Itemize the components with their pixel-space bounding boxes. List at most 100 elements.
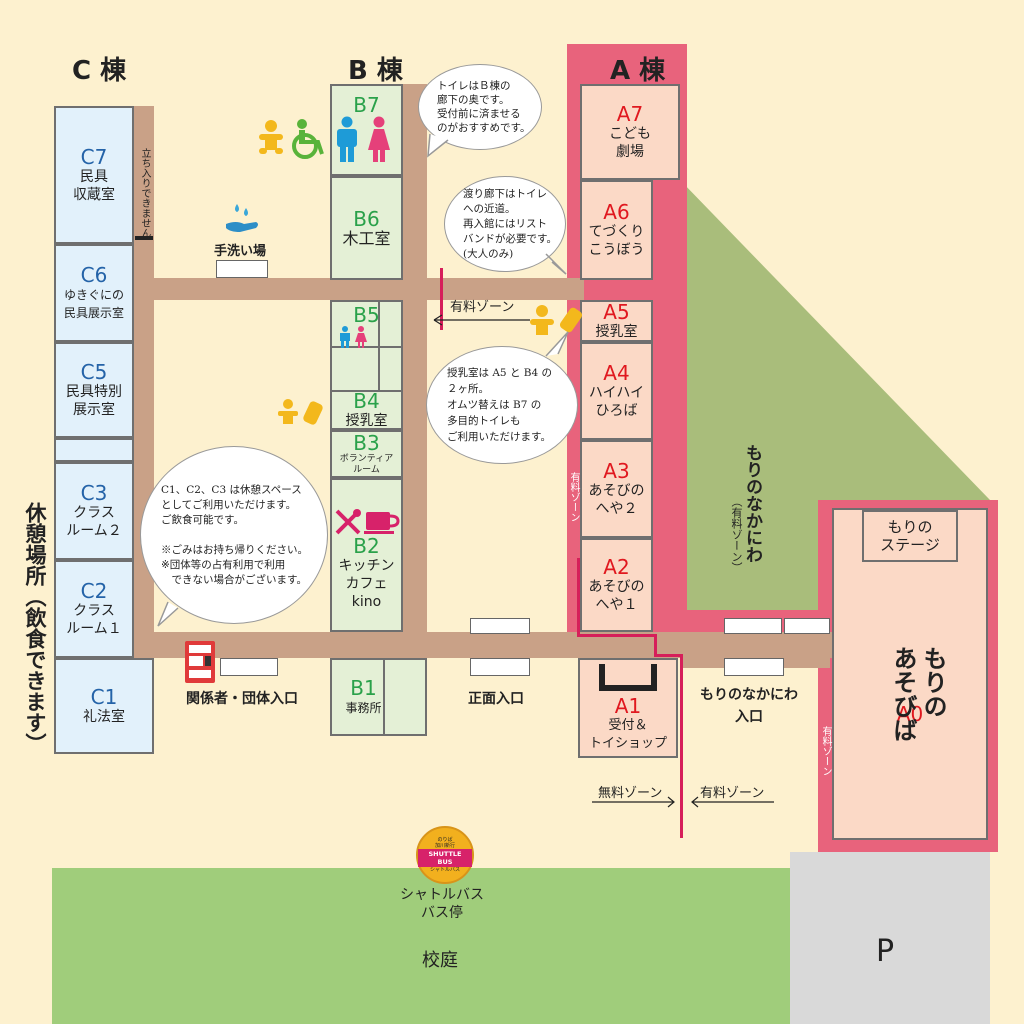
b5-partition-2 bbox=[330, 346, 403, 348]
main-entrance-door-2[interactable] bbox=[470, 658, 530, 676]
toilet-bubble-tail bbox=[426, 130, 452, 158]
rest-area-label: 休憩場所（飲食できます） bbox=[23, 502, 47, 754]
free-zone-label: 無料ゾーン bbox=[598, 786, 663, 801]
shuttle-bus-sign[interactable]: のりば 加川新行 SHUTTLE BUS シャトルバス bbox=[416, 826, 474, 884]
wheelchair-icon bbox=[288, 118, 328, 160]
room-name: ゆきぐにの 民具展示室 bbox=[63, 288, 124, 320]
toilet-info-bubble: トイレはＢ棟の 廊下の奥です。 受付前に済ませる のがおすすめです。 bbox=[418, 64, 542, 150]
room-name: クラス ルーム２ bbox=[66, 505, 122, 539]
room-name: クラス ルーム１ bbox=[66, 603, 122, 637]
room-code: A4 bbox=[603, 361, 630, 385]
room-code: A7 bbox=[616, 102, 644, 126]
corridor-b-vertical bbox=[403, 84, 427, 654]
zone-line-b-corridor bbox=[440, 268, 443, 330]
room-name: 受付＆ トイショップ bbox=[588, 718, 667, 751]
room-code: B1 bbox=[350, 676, 377, 700]
zone-line-bottom-1 bbox=[577, 634, 657, 637]
a5-nursing-icon bbox=[528, 304, 588, 340]
paid-zone-label: 有料ゾーン bbox=[700, 786, 765, 801]
room-name: キッチン カフェ kino bbox=[338, 558, 395, 610]
room-name: てづくり こうぼう bbox=[588, 224, 645, 258]
nursing-info-bubble: 授乳室は A5 と B4 の ２ヶ所。 オムツ替えは B7 の 多目的トイレも … bbox=[426, 346, 578, 464]
room-code: A2 bbox=[603, 555, 630, 579]
handwash-sink bbox=[216, 260, 268, 278]
no-entry-barrier bbox=[135, 236, 153, 240]
b4-nursing-icon bbox=[276, 398, 326, 428]
room-code: A3 bbox=[603, 459, 630, 483]
room-code: B5 bbox=[353, 303, 380, 327]
room-code: A6 bbox=[603, 200, 630, 224]
garden-door-2[interactable] bbox=[784, 618, 830, 634]
staff-entrance-door[interactable] bbox=[220, 658, 278, 676]
room-name: ボランティア ルーム bbox=[339, 454, 394, 475]
room-code: B4 bbox=[353, 389, 380, 413]
rest-info-bubble: C1、C2、C3 は休憩スペース としてご利用いただけます。 ご飲食可能です。 … bbox=[140, 446, 328, 624]
forest-garden-sublabel: （有料ゾーン） bbox=[730, 496, 743, 573]
room-code: B2 bbox=[353, 534, 380, 558]
room-name: 民具 収蔵室 bbox=[73, 169, 115, 203]
corridor-info-bubble: 渡り廊下はトイレ への近道。 再入館にはリスト バンドが必要です。 (大人のみ) bbox=[444, 176, 566, 272]
rest-info-text: C1、C2、C3 は休憩スペース としてご利用いただけます。 ご飲食可能です。 … bbox=[161, 483, 308, 586]
garden-door-1[interactable] bbox=[724, 618, 782, 634]
toilet-info-text: トイレはＢ棟の 廊下の奥です。 受付前に済ませる のがおすすめです。 bbox=[437, 80, 531, 134]
room-name: 木工室 bbox=[342, 229, 391, 248]
handwash-label: 手洗い場 bbox=[214, 244, 267, 259]
room-code: C6 bbox=[80, 263, 108, 287]
room-code: B3 bbox=[353, 431, 380, 455]
rest-bubble-tail bbox=[156, 600, 182, 628]
main-entrance-label: 正面入口 bbox=[468, 691, 524, 707]
corridor-bubble-tail bbox=[544, 250, 568, 276]
room-a0-name: もりの あそびば bbox=[889, 646, 947, 742]
zone-line-bottom-4 bbox=[680, 654, 683, 838]
parking-lot-upper bbox=[790, 852, 820, 872]
room-code: C1 bbox=[90, 685, 118, 709]
forest-garden-entrance-label: もりのなかにわ 入口 bbox=[700, 687, 798, 725]
coffee-cup-icon bbox=[364, 508, 400, 536]
room-code: B6 bbox=[353, 207, 380, 231]
schoolyard bbox=[52, 868, 792, 1024]
building-c-title: C 棟 bbox=[72, 56, 127, 86]
parking-label: P bbox=[876, 934, 895, 969]
building-a-title: A 棟 bbox=[610, 56, 666, 86]
bus-sign-top: のりば 加川新行 bbox=[434, 836, 455, 849]
stage-name: もりの ステージ bbox=[880, 518, 940, 554]
room-name: こども 劇場 bbox=[609, 126, 651, 160]
b5-male-toilet-icon bbox=[338, 326, 352, 348]
zone-line-bottom-3 bbox=[654, 654, 682, 657]
room-a0[interactable]: A0 bbox=[832, 508, 988, 840]
room-code: B7 bbox=[353, 93, 380, 117]
bus-sign-main: SHUTTLE BUS bbox=[418, 848, 472, 867]
paid-zone-vertical-label-a: 有料ゾーン bbox=[568, 472, 579, 522]
b5-female-toilet-icon bbox=[354, 326, 368, 348]
paid-zone-vertical-label-a0: 有料ゾーン bbox=[820, 726, 831, 776]
nursing-info-text: 授乳室は A5 と B4 の ２ヶ所。 オムツ替えは B7 の 多目的トイレも … bbox=[447, 367, 553, 443]
forest-garden-entrance-door[interactable] bbox=[724, 658, 784, 676]
handwash-icon bbox=[222, 200, 262, 236]
room-name: 民具特別 展示室 bbox=[66, 384, 122, 418]
bus-sign-sub: シャトルバス bbox=[429, 866, 460, 873]
room-code: A1 bbox=[614, 694, 642, 718]
schoolyard-label: 校庭 bbox=[422, 950, 458, 971]
forest-stage[interactable]: もりの ステージ bbox=[862, 510, 958, 562]
room-code: C7 bbox=[80, 145, 108, 169]
paid-zone-arrow bbox=[432, 312, 532, 326]
main-entrance-door[interactable] bbox=[470, 618, 530, 634]
